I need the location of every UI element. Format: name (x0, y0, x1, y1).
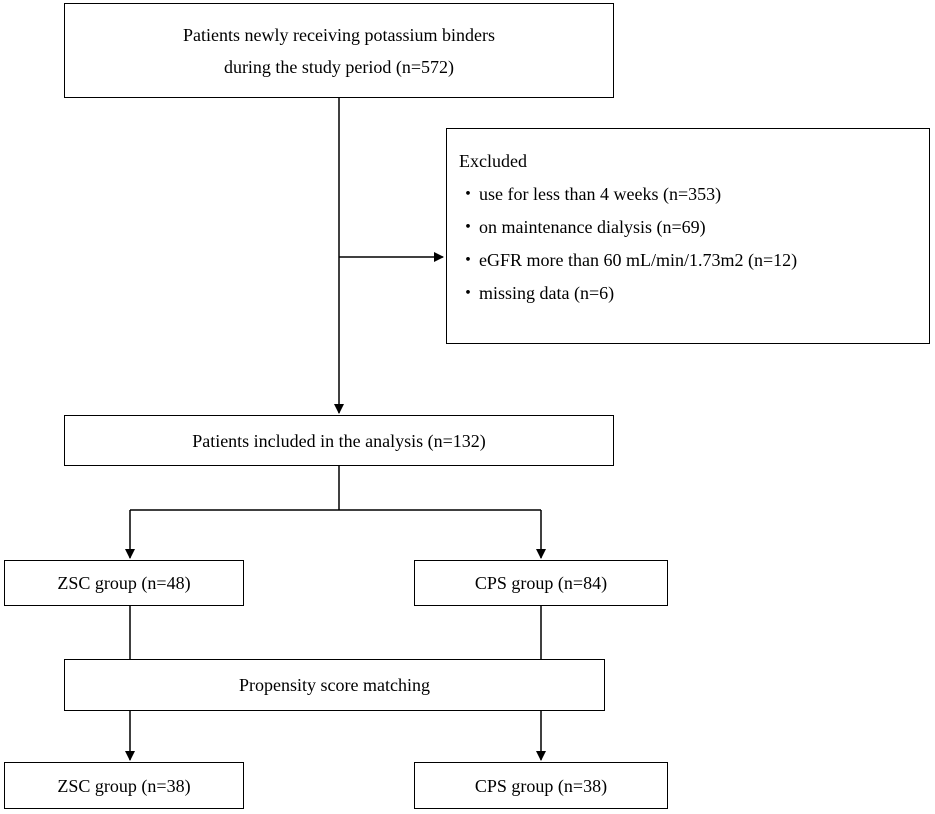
cps-group-label: CPS group (n=84) (474, 573, 608, 593)
zsc-matched-label: ZSC group (n=38) (57, 775, 191, 796)
matching-box: Propensity score matching (64, 659, 605, 711)
excluded-item: on maintenance dialysis (n=69) (459, 211, 706, 244)
cps-matched-box: CPS group (n=38) (414, 762, 668, 809)
excluded-title: Excluded (459, 151, 527, 171)
zsc-group-box: ZSC group (n=48) (4, 560, 244, 606)
cps-matched-label: CPS group (n=38) (474, 775, 608, 796)
matching-label: Propensity score matching (239, 675, 430, 695)
cps-group-box: CPS group (n=84) (414, 560, 668, 606)
excluded-item: missing data (n=6) (459, 277, 614, 310)
excluded-item: eGFR more than 60 mL/min/1.73m2 (n=12) (459, 244, 797, 277)
start-line-1: Patients newly receiving potassium binde… (183, 24, 495, 45)
zsc-group-label: ZSC group (n=48) (57, 573, 191, 593)
zsc-matched-box: ZSC group (n=38) (4, 762, 244, 809)
included-box: Patients included in the analysis (n=132… (64, 415, 614, 466)
start-line-2: during the study period (n=572) (223, 56, 455, 77)
excluded-box: Excluded use for less than 4 weeks (n=35… (446, 128, 930, 344)
included-label: Patients included in the analysis (n=132… (192, 430, 486, 451)
start-box: Patients newly receiving potassium binde… (64, 3, 614, 98)
excluded-item: use for less than 4 weeks (n=353) (459, 178, 721, 211)
